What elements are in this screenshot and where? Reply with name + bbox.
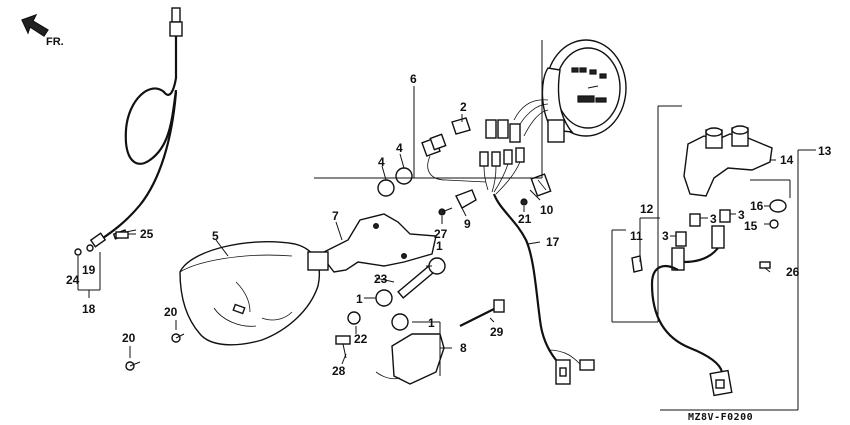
- callout-12: 12: [640, 202, 654, 216]
- callout-11: 11: [630, 229, 643, 243]
- callout-6: 6: [410, 72, 417, 86]
- callout-29: 29: [490, 325, 504, 339]
- callout-15: 15: [744, 219, 758, 233]
- meter-bracket: [307, 213, 437, 273]
- callout-14: 14: [780, 153, 794, 167]
- speedometer-cable: [74, 7, 183, 256]
- callout-22: 22: [354, 332, 368, 346]
- callout-7: 7: [332, 209, 339, 223]
- callout-28: 28: [332, 364, 346, 378]
- callout-20b: 20: [122, 331, 136, 345]
- callout-16: 16: [750, 199, 764, 213]
- wire-harness: [492, 193, 595, 385]
- callout-19: 19: [82, 263, 96, 277]
- callout-23: 23: [374, 272, 388, 286]
- callout-3a: 3: [710, 212, 717, 226]
- callout-27: 27: [434, 227, 448, 241]
- callout-2: 2: [460, 100, 467, 114]
- callout-8: 8: [460, 341, 467, 355]
- direction-label: FR.: [46, 36, 64, 48]
- callout-13: 13: [818, 144, 832, 158]
- callout-4b: 4: [396, 141, 403, 155]
- indicator-harness: [650, 225, 733, 397]
- callout-10: 10: [540, 203, 554, 217]
- callout-1c: 1: [428, 316, 435, 330]
- meter-case: [179, 241, 321, 346]
- diagram-code: MZ8V-F0200: [688, 412, 753, 423]
- callout-24: 24: [66, 273, 80, 287]
- callout-3b: 3: [738, 208, 745, 222]
- lamp-socket-10: [530, 173, 552, 197]
- callout-26: 26: [786, 265, 800, 279]
- front-direction-arrow: FR.: [21, 13, 64, 48]
- callout-25: 25: [140, 227, 154, 241]
- speedometer-assembly: [421, 39, 627, 195]
- callout-9: 9: [464, 217, 471, 231]
- callout-20a: 20: [164, 305, 178, 319]
- callout-4a: 4: [378, 155, 385, 169]
- callout-5: 5: [212, 229, 219, 243]
- callout-1b: 1: [356, 292, 363, 306]
- callout-3c: 3: [662, 229, 669, 243]
- indicator-bracket: [683, 125, 773, 197]
- callout-1a: 1: [436, 239, 443, 253]
- callout-21: 21: [518, 212, 532, 226]
- callout-18: 18: [82, 302, 96, 316]
- callout-17: 17: [546, 235, 560, 249]
